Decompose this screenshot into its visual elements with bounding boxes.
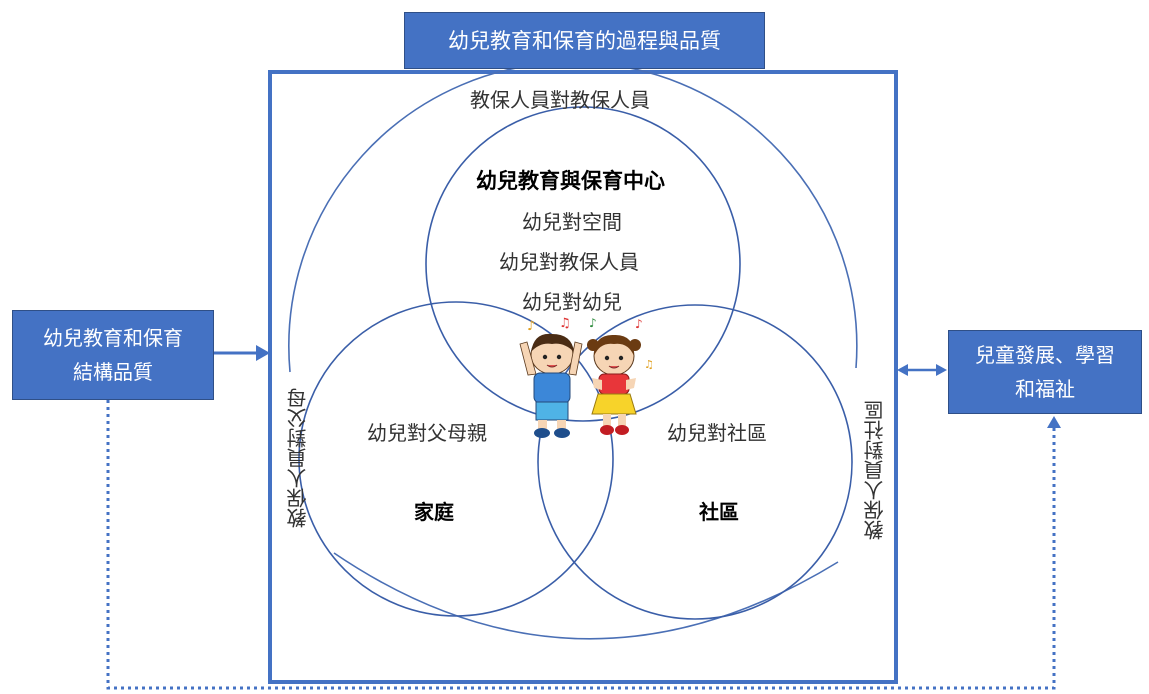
music-note-icon: ♪ ♫ ♪ ♪ ♫ [527,316,654,371]
center-item-1: 幼兒對空間 [522,210,622,234]
right-side-label: 教保人員對社區 [863,400,887,540]
child-outcomes-line2: 和福祉 [1015,377,1075,401]
center-item-3: 幼兒對幼兒 [522,290,622,314]
children-illustration-icon: ♪ ♫ ♪ ♪ ♫ [519,316,654,438]
svg-text:♫: ♫ [644,358,654,371]
feedback-arrow-head [1047,416,1061,428]
arrow-right-icon [256,345,270,361]
structural-quality-line2: 結構品質 [73,360,153,384]
left-side-label: 教保人員對父母 [286,388,310,528]
outer-circle-arc-bottom [333,552,839,640]
center-item-2: 幼兒對教保人員 [499,250,639,274]
double-arrow-icon [897,364,908,376]
family-relation-label: 幼兒對父母親 [367,421,487,445]
family-title: 家庭 [414,500,454,524]
process-quality-box: 幼兒教育和保育的過程與品質 [404,12,765,69]
svg-text:♫: ♫ [559,316,571,331]
community-circle [537,304,853,620]
process-quality-title: 幼兒教育和保育的過程與品質 [448,28,721,53]
main-frame [268,70,898,684]
svg-text:♪: ♪ [589,316,597,330]
child-outcomes-line1: 兒童發展、學習 [975,343,1115,367]
svg-text:♪: ♪ [527,319,535,334]
double-arrow-head-right [936,364,947,376]
center-circle-title: 幼兒教育與保育中心 [476,168,665,193]
community-title: 社區 [699,500,739,524]
structural-quality-box: 幼兒教育和保育 結構品質 [12,310,214,400]
child-outcomes-box: 兒童發展、學習 和福祉 [948,330,1142,414]
center-circle [425,106,741,422]
svg-text:♪: ♪ [635,317,643,331]
feedback-dotted-line [106,400,1056,690]
community-relation-label: 幼兒對社區 [667,421,767,445]
structural-quality-line1: 幼兒教育和保育 [43,326,183,350]
outer-circle-label: 教保人員對教保人員 [470,88,650,112]
family-circle [298,301,614,617]
